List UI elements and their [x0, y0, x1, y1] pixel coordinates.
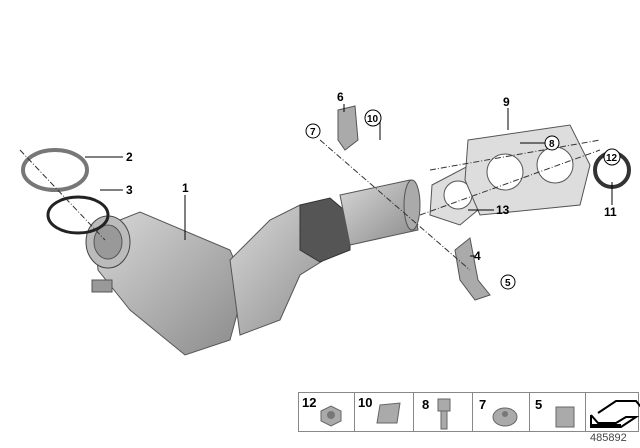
- catalytic-converter[interactable]: [85, 179, 421, 356]
- bracket-6[interactable]: [337, 105, 359, 151]
- cell-number: 5: [535, 397, 543, 412]
- cell-number: 10: [358, 395, 373, 410]
- cell-clip-10[interactable]: 10: [355, 393, 414, 431]
- clamp[interactable]: [21, 148, 89, 192]
- callout-2: 2: [126, 150, 133, 164]
- cell-clip-nut-5[interactable]: 5: [530, 393, 586, 431]
- cell-screw-8[interactable]: 8: [414, 393, 473, 431]
- small-parts-table: 12 10 8 7 5: [298, 392, 640, 432]
- callout-4: 4: [474, 249, 481, 263]
- cell-number: 12: [302, 395, 317, 410]
- callout-5: 5: [505, 278, 511, 289]
- callout-8: 8: [549, 139, 555, 150]
- arrow-icon: [590, 400, 640, 428]
- bracket-4[interactable]: [454, 237, 491, 301]
- sealing-ring[interactable]: [46, 195, 110, 235]
- cell-direction-arrow: [586, 393, 640, 431]
- callout-10: 10: [367, 114, 379, 125]
- cell-nut-7[interactable]: 7: [473, 393, 530, 431]
- callout-1: 1: [182, 181, 189, 195]
- callout-7: 7: [310, 127, 316, 138]
- callout-13: 13: [496, 203, 510, 217]
- diagram-number: 485892: [590, 432, 627, 444]
- callout-9: 9: [503, 95, 510, 109]
- callout-12: 12: [606, 153, 618, 164]
- callout-11: 11: [604, 205, 617, 219]
- cell-number: 7: [479, 397, 487, 412]
- callout-3: 3: [126, 183, 133, 197]
- callout-6: 6: [337, 90, 344, 104]
- cell-number: 8: [422, 397, 430, 412]
- cell-hex-nut-12[interactable]: 12: [299, 393, 355, 431]
